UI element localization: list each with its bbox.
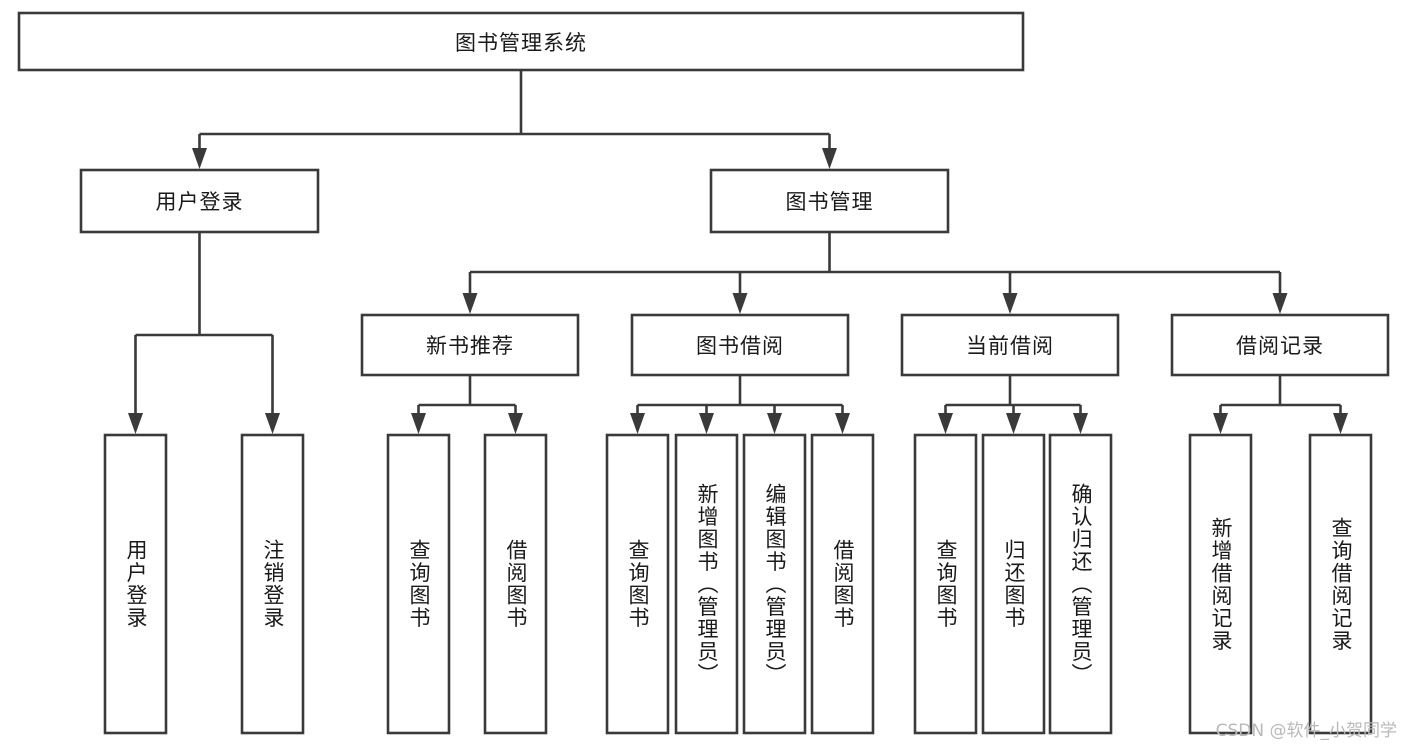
node-box-current-borrow[interactable] bbox=[900, 313, 1120, 377]
arrow-head-icon bbox=[192, 148, 207, 169]
edges-layer bbox=[128, 70, 1348, 434]
node-box-new-book-rec[interactable] bbox=[360, 313, 580, 377]
node-box-leaf-add-book[interactable] bbox=[674, 433, 739, 735]
connector-group-current-borrow bbox=[938, 375, 1088, 434]
node-box-root[interactable] bbox=[17, 11, 1025, 72]
arrow-head-icon bbox=[699, 413, 714, 434]
node-box-leaf-query-book-3[interactable] bbox=[913, 433, 978, 735]
boxes-layer bbox=[17, 11, 1390, 735]
connector-group-book-borrow bbox=[630, 375, 850, 434]
connector-group-user-login bbox=[128, 232, 280, 434]
node-box-leaf-query-book-2[interactable] bbox=[605, 433, 670, 735]
arrow-head-icon bbox=[1333, 413, 1348, 434]
arrow-head-icon bbox=[732, 293, 748, 314]
arrow-head-icon bbox=[1073, 413, 1088, 434]
node-box-leaf-borrow-book-2[interactable] bbox=[810, 433, 875, 735]
node-box-leaf-add-record[interactable] bbox=[1188, 433, 1253, 735]
node-box-leaf-query-record[interactable] bbox=[1308, 433, 1373, 735]
arrow-head-icon bbox=[822, 148, 837, 169]
node-box-borrow-record[interactable] bbox=[1170, 313, 1390, 377]
arrow-head-icon bbox=[1213, 413, 1228, 434]
node-box-book-manage[interactable] bbox=[709, 168, 950, 234]
arrow-head-icon bbox=[1272, 293, 1288, 314]
node-box-user-login[interactable] bbox=[79, 168, 320, 234]
node-box-leaf-query-book-1[interactable] bbox=[386, 433, 451, 735]
arrow-head-icon bbox=[128, 413, 143, 434]
arrow-head-icon bbox=[508, 413, 523, 434]
connector-group-borrow-record bbox=[1213, 375, 1348, 434]
arrow-head-icon bbox=[1006, 413, 1021, 434]
arrow-head-icon bbox=[938, 413, 953, 434]
node-box-book-borrow[interactable] bbox=[630, 313, 850, 377]
node-box-leaf-borrow-book-1[interactable] bbox=[483, 433, 548, 735]
arrow-head-icon bbox=[630, 413, 645, 434]
arrow-head-icon bbox=[265, 413, 280, 434]
connector-group-root bbox=[192, 70, 837, 169]
arrow-head-icon bbox=[1002, 293, 1018, 314]
arrow-head-icon bbox=[411, 413, 426, 434]
connector-group-book-manage bbox=[462, 232, 1288, 314]
arrow-head-icon bbox=[462, 293, 478, 314]
node-box-leaf-return-book[interactable] bbox=[981, 433, 1046, 735]
node-box-leaf-user-login[interactable] bbox=[103, 433, 168, 735]
node-box-leaf-confirm-return[interactable] bbox=[1048, 433, 1113, 735]
node-box-leaf-logout[interactable] bbox=[240, 433, 305, 735]
arrow-head-icon bbox=[767, 413, 782, 434]
node-box-leaf-edit-book[interactable] bbox=[742, 433, 807, 735]
arrow-head-icon bbox=[835, 413, 850, 434]
connector-group-new-book-rec bbox=[411, 375, 523, 434]
